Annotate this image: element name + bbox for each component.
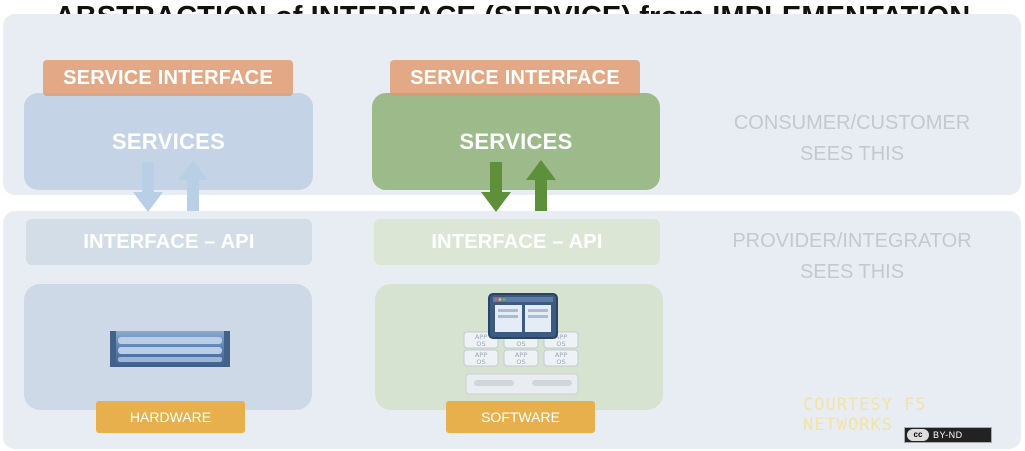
- tile-app: APP: [475, 351, 487, 359]
- service-interface-hardware: SERVICE INTERFACE: [43, 60, 293, 96]
- arrow-up-icon: [526, 160, 556, 211]
- service-interface-software: SERVICE INTERFACE: [390, 60, 640, 96]
- provider-label-line1: PROVIDER/INTEGRATOR: [732, 230, 972, 252]
- tile-app: APP: [555, 333, 567, 341]
- services-box-hardware: SERVICES: [24, 93, 313, 190]
- app-os-tile: APP OS: [503, 349, 539, 367]
- software-label: SOFTWARE: [446, 401, 595, 433]
- provider-label: PROVIDER/INTEGRATOR SEES THIS: [697, 226, 1007, 288]
- tile-app: APP: [475, 333, 487, 341]
- server-base-icon: [465, 373, 579, 395]
- tile-os: OS: [516, 358, 525, 366]
- software-stack-icon: APP OS APP OS APP OS APP OS APP OS APP O…: [463, 293, 579, 395]
- tile-os: OS: [516, 340, 525, 348]
- interface-api-software: INTERFACE – API: [374, 219, 660, 265]
- provider-label-line2: SEES THIS: [799, 261, 905, 283]
- tile-os: OS: [476, 358, 485, 366]
- arrows-hardware: [133, 160, 208, 212]
- server-rack-icon: [110, 331, 230, 367]
- consumer-label: CONSUMER/CUSTOMER SEES THIS: [697, 108, 1007, 170]
- app-os-tile: APP OS: [543, 349, 579, 367]
- arrow-down-icon: [133, 162, 163, 212]
- app-os-tile: APP OS: [463, 349, 499, 367]
- consumer-label-line1: CONSUMER/CUSTOMER: [733, 112, 971, 134]
- interface-api-hardware: INTERFACE – API: [26, 219, 312, 265]
- cc-icon: cc: [907, 429, 929, 441]
- tile-app: APP: [515, 351, 527, 359]
- tile-os: OS: [556, 340, 565, 348]
- services-box-software: SERVICES: [372, 93, 660, 190]
- tile-app: APP: [555, 351, 567, 359]
- services-label: SERVICES: [111, 129, 226, 154]
- consumer-label-line2: SEES THIS: [799, 143, 905, 165]
- services-label: SERVICES: [459, 129, 573, 154]
- arrow-up-icon: [178, 160, 208, 211]
- arrow-down-icon: [481, 162, 511, 212]
- app-window-icon: [488, 293, 558, 339]
- cc-license-badge: cc BY-ND: [904, 427, 992, 443]
- arrows-software: [481, 160, 556, 212]
- tile-os: OS: [556, 358, 565, 366]
- hardware-label: HARDWARE: [96, 401, 245, 433]
- license-terms: BY-ND: [933, 430, 963, 440]
- tile-os: OS: [476, 340, 485, 348]
- courtesy-credit: COURTESY F5 NETWORKS: [803, 395, 927, 435]
